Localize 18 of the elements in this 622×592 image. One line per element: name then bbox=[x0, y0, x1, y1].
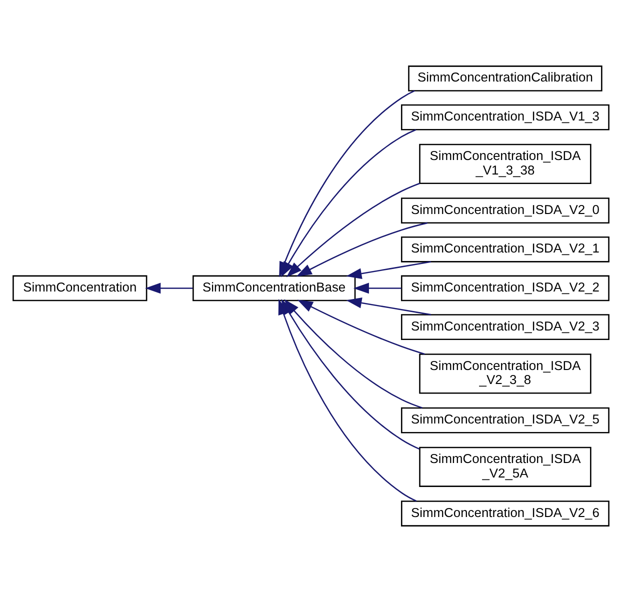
node-box: SimmConcentration_ISDA_V2_3 bbox=[400, 314, 610, 340]
node-box: SimmConcentration bbox=[12, 275, 148, 302]
node-box: SimmConcentrationCalibration bbox=[408, 66, 602, 92]
node-box: SimmConcentration_ISDA_V2_1 bbox=[400, 236, 610, 262]
node-box: SimmConcentrationBase bbox=[192, 275, 356, 302]
node-box: SimmConcentration_ISDA _V2_5A bbox=[419, 446, 592, 487]
node-box: SimmConcentration_ISDA_V2_6 bbox=[400, 500, 610, 526]
node-box: SimmConcentration_ISDA _V1_3_38 bbox=[419, 144, 592, 184]
arrow bbox=[353, 282, 402, 294]
arrow bbox=[145, 282, 193, 294]
arrow bbox=[286, 182, 420, 278]
arrow bbox=[297, 300, 425, 355]
node-box: SimmConcentration_ISDA_V1_3 bbox=[400, 104, 610, 130]
node-box: SimmConcentration_ISDA_V2_5 bbox=[400, 407, 610, 434]
node-box: SimmConcentration_ISDA_V2_2 bbox=[400, 275, 610, 302]
arrow bbox=[280, 129, 416, 278]
node-box: SimmConcentration_ISDA_V2_0 bbox=[400, 198, 610, 224]
node-box: SimmConcentration_ISDA _V2_3_8 bbox=[419, 354, 592, 394]
